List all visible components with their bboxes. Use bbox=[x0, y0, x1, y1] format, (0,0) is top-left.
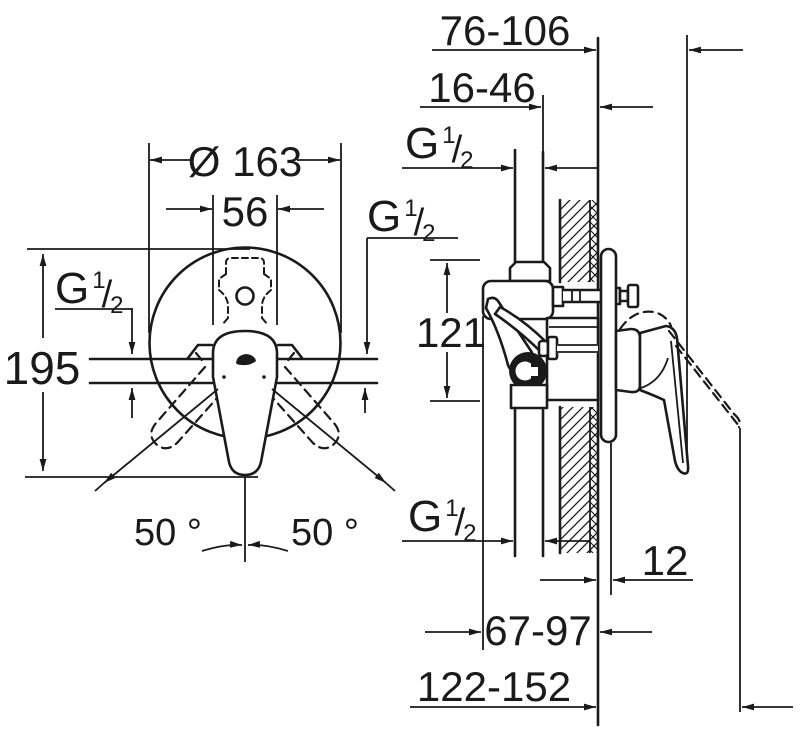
svg-text:G1/2: G1/2 bbox=[408, 492, 477, 547]
total-depth-dimension: 122-152 bbox=[410, 663, 793, 711]
dim-body-height-label: 121 bbox=[416, 309, 486, 356]
thread-sub: 2 bbox=[110, 292, 123, 319]
handle-pin-right bbox=[262, 375, 266, 379]
sleeve-notch-marks bbox=[186, 343, 304, 360]
outlet-depth-dimension: 76-106 bbox=[432, 7, 743, 54]
thread-sub: 2 bbox=[422, 220, 435, 247]
logo-mark bbox=[509, 352, 547, 390]
pipe-union-collar bbox=[508, 260, 552, 283]
handle-sleeve-side bbox=[614, 327, 642, 394]
front-view: 50 ° 50 ° Ø 163 56 195 bbox=[4, 138, 458, 562]
thread-sup: 1 bbox=[445, 495, 458, 522]
cartridge-outline-dashed bbox=[218, 257, 272, 326]
wall-plate-side bbox=[599, 247, 618, 444]
thread-sup: 1 bbox=[442, 122, 455, 149]
cartridge-screw-hole bbox=[235, 286, 255, 306]
thread-g: G bbox=[408, 492, 442, 541]
thread-sub: 2 bbox=[460, 147, 473, 174]
thread-g: G bbox=[367, 192, 401, 241]
rough-in-depth-dimension: 16-46 bbox=[420, 64, 653, 111]
overall-height-dimension: 195 bbox=[4, 248, 258, 478]
lever-swing-range-dashed bbox=[150, 351, 340, 450]
body-height-dimension: 121 bbox=[416, 259, 486, 402]
lever-swung-dashed-side bbox=[618, 310, 741, 429]
thread-g: G bbox=[405, 119, 439, 168]
dim-plate-thickness-label: 12 bbox=[642, 537, 689, 584]
diameter-dimension: Ø 163 bbox=[148, 138, 342, 333]
svg-text:G1/2: G1/2 bbox=[55, 264, 124, 319]
dim-body-depth-label: 67-97 bbox=[484, 607, 591, 654]
thread-g: G bbox=[55, 264, 89, 313]
dim-swing-left-label: 50 ° bbox=[134, 512, 202, 554]
wall-tile-strip-lower bbox=[590, 407, 598, 553]
dim-diameter-label: Ø 163 bbox=[188, 138, 302, 185]
lever-handle-front bbox=[211, 329, 279, 477]
wall-tile-strip-upper bbox=[590, 200, 598, 282]
side-view: 121 bbox=[416, 35, 741, 727]
handle-slot bbox=[236, 354, 256, 366]
lever-edge-line bbox=[670, 340, 684, 464]
swing-angle-dimension: 50 ° 50 ° bbox=[94, 388, 396, 554]
fixing-screw bbox=[537, 335, 598, 361]
dim-total-depth-label: 122-152 bbox=[417, 663, 571, 710]
lever-handle-side bbox=[638, 324, 690, 475]
thread-sub: 2 bbox=[463, 520, 476, 547]
dim-rough-in-depth-label: 16-46 bbox=[428, 64, 535, 111]
cartridge-width-dimension: 56 bbox=[166, 188, 324, 325]
dim-swing-right-label: 50 ° bbox=[291, 512, 359, 554]
thread-slash: / bbox=[414, 202, 425, 244]
svg-text:G1/2: G1/2 bbox=[405, 119, 474, 174]
thread-slash: / bbox=[455, 502, 466, 544]
spindle-knob bbox=[626, 283, 640, 309]
thread-sup: 1 bbox=[404, 195, 417, 222]
dim-outlet-depth-label: 76-106 bbox=[440, 7, 571, 54]
spindle-nut bbox=[551, 285, 565, 308]
thread-slash: / bbox=[452, 129, 463, 171]
handle-pin-left bbox=[222, 375, 226, 379]
thread-sup: 1 bbox=[92, 267, 105, 294]
svg-text:G1/2: G1/2 bbox=[367, 192, 436, 247]
dim-overall-height-label: 195 bbox=[4, 342, 81, 394]
dim-cartridge-width-label: 56 bbox=[222, 188, 269, 235]
body-depth-dimension: 67-97 bbox=[425, 607, 652, 654]
plate-thickness-dimension: 12 bbox=[540, 537, 693, 584]
lever-contour bbox=[640, 357, 669, 389]
thread-slash: / bbox=[102, 274, 113, 316]
valve-body-lower bbox=[509, 383, 549, 410]
